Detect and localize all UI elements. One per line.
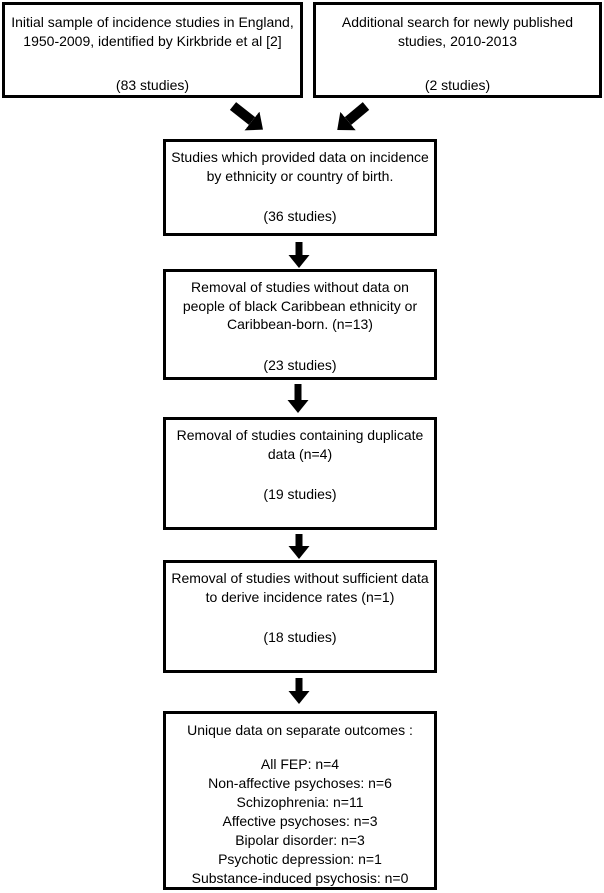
flow-box-incidence-by-ethnicity: Studies which provided data on incidence… [163,139,437,236]
spacer [166,740,434,755]
box-line: people of black Caribbean ethnicity or [182,297,418,314]
merge-arrow-left-icon [229,102,263,131]
box-title: Unique data on separate outcomes : [187,722,413,738]
outcome-line: Schizophrenia: n=11 [236,793,364,810]
flow-box-removal-no-caribbean-data: Removal of studies without data on peopl… [163,269,437,380]
flow-box-additional-search: Additional search for newly published st… [313,2,602,98]
study-count: (18 studies) [263,629,337,645]
spacer [166,606,434,628]
flow-box-removal-insufficient-data: Removal of studies without sufficient da… [163,560,437,673]
outcome-line: Affective psychoses: n=3 [222,812,378,829]
outcome-line: Psychotic depression: n=1 [218,850,382,867]
flow-box-unique-outcomes: Unique data on separate outcomes : All F… [163,711,437,890]
box-line: Initial sample of incidence studies in E… [11,14,294,30]
study-count: (19 studies) [263,486,337,502]
flow-box-initial-sample: Initial sample of incidence studies in E… [2,2,303,98]
spacer [166,185,434,207]
spacer [316,50,599,76]
outcome-line: Non-affective psychoses: n=6 [208,774,392,791]
box-line: Additional search for newly published [341,14,574,30]
study-count: (2 studies) [424,77,491,93]
flow-box-removal-duplicate-data: Removal of studies containing duplicate … [163,417,437,530]
outcome-line: Bipolar disorder: n=3 [235,831,365,848]
outcome-line: Substance-induced psychosis: n=0 [191,869,409,886]
box-line: Caribbean-born. (n=13) [227,316,373,332]
outcome-line: All FEP: n=4 [260,755,340,772]
box-line: Removal of studies without sufficient da… [171,570,429,586]
spacer [166,334,434,356]
study-count: (23 studies) [263,356,337,373]
study-count: (83 studies) [115,77,190,93]
box-line: studies, 2010-2013 [397,32,518,49]
merge-arrow-right-icon [337,102,370,131]
box-line: Removal of studies containing duplicate [176,427,424,443]
study-count: (36 studies) [263,208,337,224]
spacer [5,50,300,76]
box-line: to derive incidence rates (n=1) [205,588,395,605]
box-line: 1950-2009, identified by Kirkbride et al… [23,32,282,49]
spacer [166,463,434,485]
box-line: Studies which provided data on incidence [171,149,429,165]
box-line: data (n=4) [267,445,333,462]
box-line: Removal of studies without data on [191,279,409,295]
box-line: by ethnicity or country of birth. [206,167,394,184]
